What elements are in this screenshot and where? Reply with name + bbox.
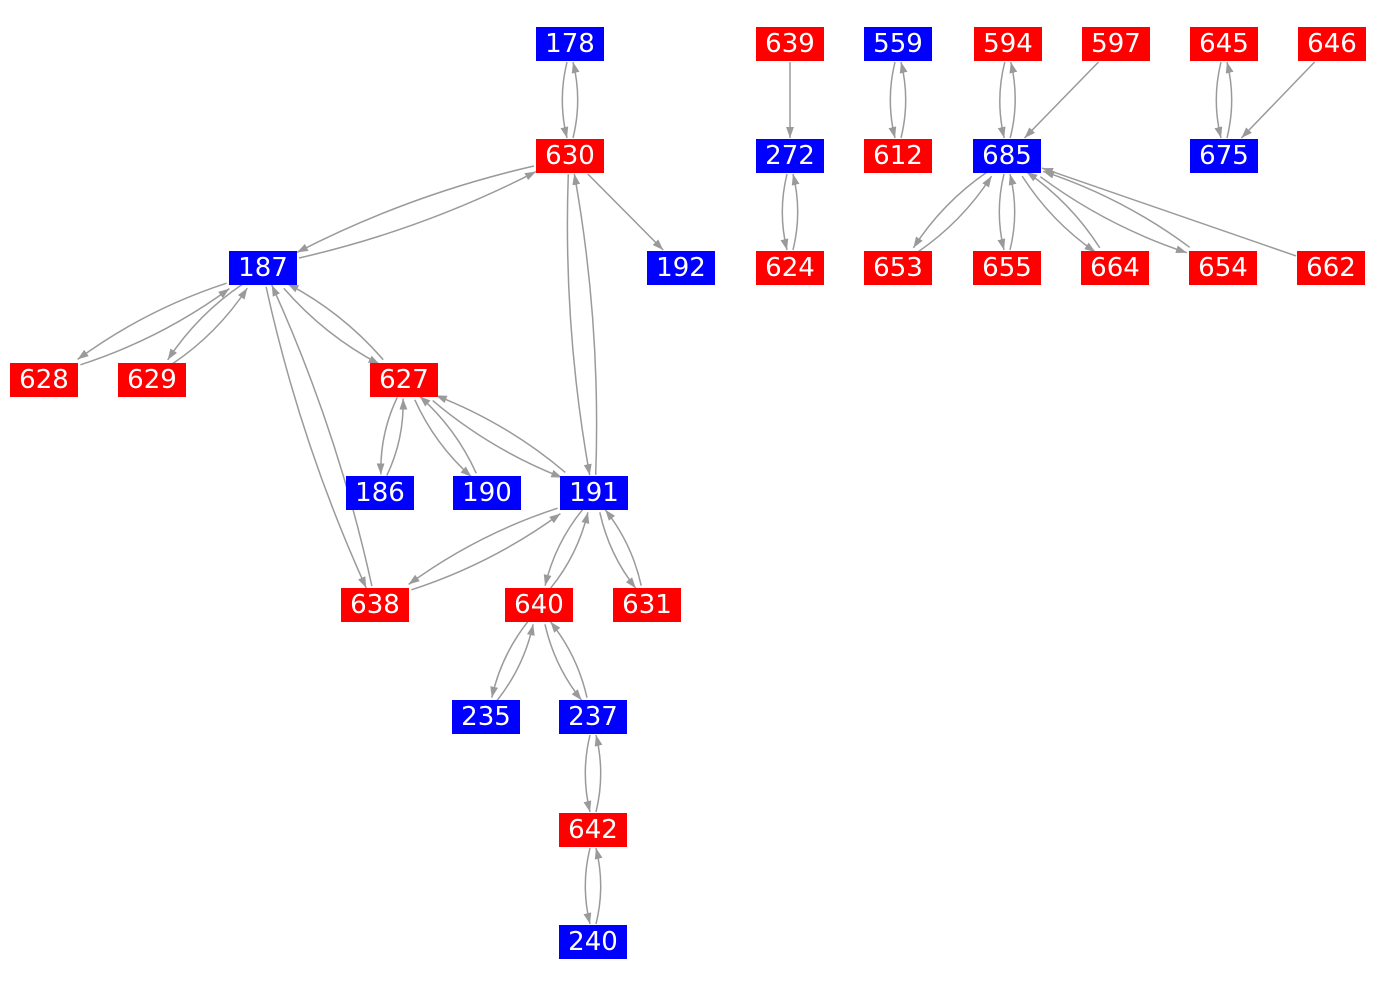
- edge-685-653: [912, 171, 988, 249]
- node-654: 654: [1189, 251, 1257, 285]
- edge-191-631: [599, 512, 637, 589]
- edge-597-685: [1023, 61, 1100, 139]
- edge-187-629: [167, 283, 244, 361]
- node-675: 675: [1190, 139, 1258, 173]
- edge-235-640: [496, 624, 535, 701]
- edge-240-642: [594, 847, 603, 925]
- node-662: 662: [1297, 251, 1365, 285]
- node-240: 240: [559, 925, 627, 959]
- node-664: 664: [1081, 251, 1149, 285]
- edge-685-655: [997, 173, 1006, 251]
- edge-630-178: [571, 61, 580, 139]
- edge-664-685: [1026, 171, 1101, 249]
- node-235: 235: [452, 700, 520, 734]
- edge-627-187: [287, 283, 384, 361]
- edge-594-685: [997, 61, 1006, 139]
- node-597: 597: [1082, 27, 1150, 61]
- edge-627-190: [414, 399, 472, 478]
- edge-559-612: [888, 61, 897, 139]
- node-655: 655: [973, 251, 1041, 285]
- edge-191-640: [543, 509, 584, 586]
- edge-630-187: [296, 165, 535, 254]
- node-638: 638: [341, 588, 409, 622]
- edge-655-685: [1008, 173, 1017, 251]
- edge-638-191: [411, 512, 561, 591]
- edge-612-559: [899, 61, 908, 139]
- node-642: 642: [559, 813, 627, 847]
- edge-627-186: [376, 397, 398, 475]
- node-627: 627: [370, 363, 438, 397]
- edge-654-685: [1042, 170, 1191, 248]
- edge-237-642: [583, 734, 592, 813]
- edge-187-628: [77, 282, 227, 361]
- edge-187-638: [265, 286, 367, 589]
- edge-642-237: [594, 734, 603, 813]
- edge-640-235: [490, 621, 529, 698]
- node-653: 653: [864, 251, 932, 285]
- edge-685-654: [1039, 176, 1188, 254]
- node-631: 631: [613, 588, 681, 622]
- edge-630-191: [566, 174, 592, 476]
- node-192: 192: [647, 251, 715, 285]
- edge-group: [77, 61, 1316, 925]
- edge-272-624: [780, 173, 789, 251]
- node-624: 624: [756, 251, 824, 285]
- node-190: 190: [453, 476, 521, 510]
- edge-187-630: [298, 170, 537, 259]
- node-594: 594: [974, 27, 1042, 61]
- node-186: 186: [346, 476, 414, 510]
- node-629: 629: [118, 363, 186, 397]
- edge-645-675: [1214, 61, 1223, 139]
- edge-685-664: [1021, 175, 1096, 253]
- edge-646-675: [1240, 61, 1316, 139]
- edge-675-645: [1225, 61, 1234, 139]
- node-628: 628: [10, 363, 78, 397]
- node-191: 191: [560, 476, 628, 510]
- edge-642-240: [583, 847, 592, 925]
- edge-191-638: [408, 507, 558, 586]
- edge-630-192: [587, 173, 664, 251]
- node-685: 685: [973, 139, 1041, 173]
- edge-178-630: [560, 61, 569, 139]
- node-640: 640: [505, 588, 573, 622]
- edge-191-627: [435, 394, 566, 473]
- node-612: 612: [864, 139, 932, 173]
- node-639: 639: [756, 27, 824, 61]
- edge-187-627: [283, 287, 380, 365]
- edge-685-594: [1009, 61, 1018, 139]
- edge-638-187: [271, 284, 373, 587]
- node-237: 237: [559, 700, 627, 734]
- edge-640-237: [544, 624, 583, 701]
- edge-186-627: [386, 398, 408, 476]
- edge-628-187: [80, 287, 230, 366]
- edge-190-627: [419, 395, 477, 474]
- edge-631-191: [604, 509, 642, 586]
- edge-237-640: [549, 621, 588, 698]
- edge-640-191: [549, 512, 590, 589]
- edge-627-191: [432, 400, 563, 479]
- edge-191-630: [572, 173, 598, 475]
- node-645: 645: [1190, 27, 1258, 61]
- node-187: 187: [229, 251, 297, 285]
- node-630: 630: [536, 139, 604, 173]
- edge-662-685: [1041, 167, 1297, 257]
- node-272: 272: [756, 139, 824, 173]
- edge-624-272: [791, 173, 800, 251]
- node-559: 559: [864, 27, 932, 61]
- node-646: 646: [1298, 27, 1366, 61]
- edge-653-685: [917, 175, 993, 253]
- node-178: 178: [536, 27, 604, 61]
- edge-629-187: [171, 287, 248, 365]
